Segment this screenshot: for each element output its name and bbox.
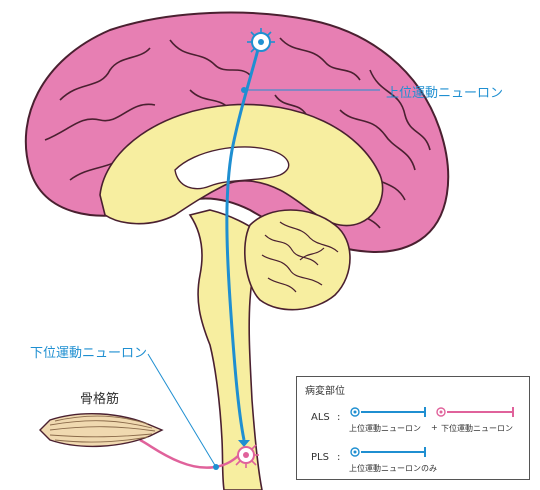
legend-pls-text: 上位運動ニューロンのみ (349, 464, 437, 473)
cerebellum (244, 209, 351, 311)
legend-title: 病変部位 (305, 386, 345, 397)
upper-motor-neuron-axon (225, 41, 262, 441)
lower-motor-neuron-label: 下位運動ニューロン (30, 346, 148, 361)
legend-pls-label: PLS (311, 452, 329, 463)
lesion-legend: 病変部位 ALS : 上位運動ニューロン + 下位運動ニューロン PLS : 上… (296, 376, 530, 480)
legend-als-plus: + (431, 423, 438, 432)
ventricle (174, 146, 290, 190)
skeletal-muscle-label: 骨格筋 (80, 392, 120, 407)
cerebellum-folia (261, 221, 339, 293)
legend-als-lines (350, 407, 514, 417)
skeletal-muscle (39, 413, 164, 448)
lower-motor-neuron-cell (235, 444, 259, 468)
legend-als-lower: 下位運動ニューロン (441, 424, 513, 433)
legend-pls-colon: : (337, 452, 341, 463)
legend-als-colon: : (337, 412, 341, 423)
lower-motor-neuron-axon (139, 438, 239, 469)
legend-als-label: ALS (311, 412, 330, 423)
upper-motor-neuron-cell (247, 28, 275, 53)
legend-pls-line (350, 447, 426, 457)
legend-als-upper: 上位運動ニューロン (349, 424, 421, 433)
upper-motor-neuron-label: 上位運動ニューロン (386, 86, 504, 101)
